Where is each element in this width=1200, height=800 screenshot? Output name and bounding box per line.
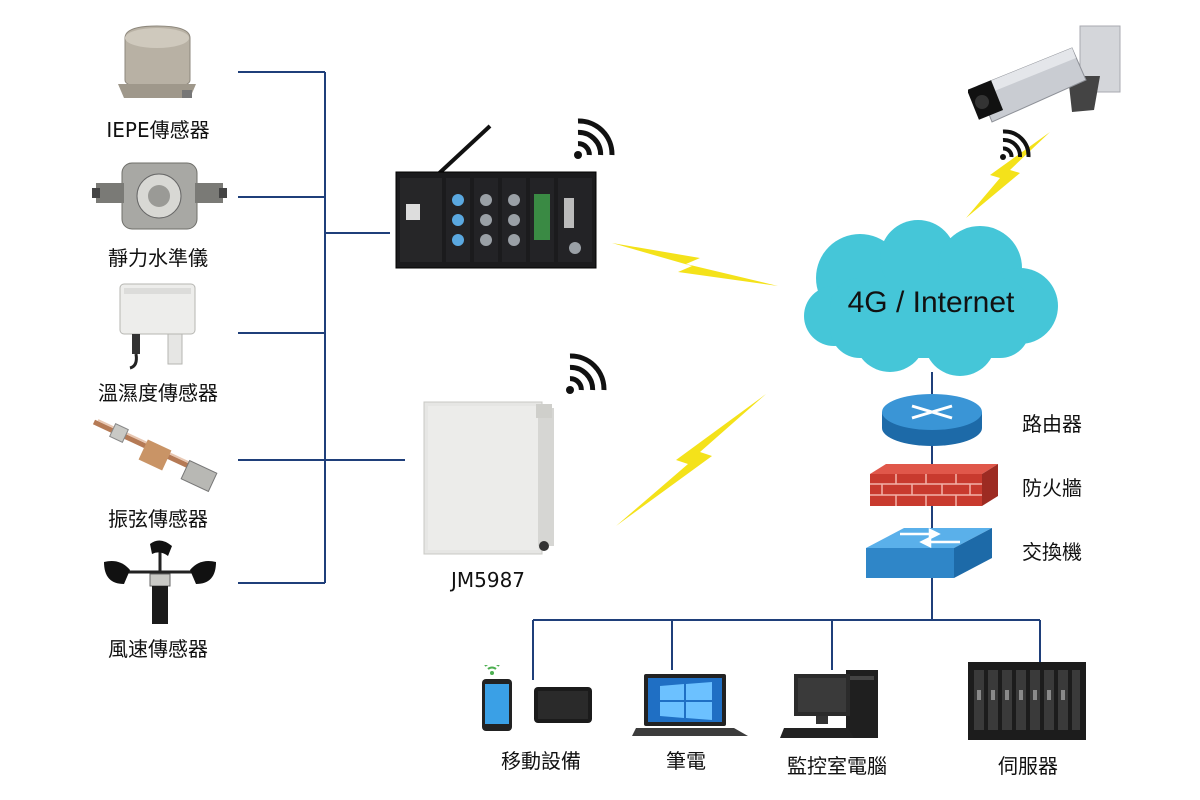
switch-label: 交換機 xyxy=(1022,540,1082,564)
desktop-computer-icon xyxy=(780,670,878,738)
laptop-icon xyxy=(632,674,748,736)
terminal-label-laptop: 筆電 xyxy=(666,749,706,773)
sensor-label-iepe: IEPE傳感器 xyxy=(106,118,210,142)
enclosure-label: JM5987 xyxy=(450,568,526,592)
router-icon xyxy=(882,394,982,446)
sensor-label-anemometer: 風速傳感器 xyxy=(108,637,208,661)
terminal-label-desktop: 監控室電腦 xyxy=(787,754,887,778)
cloud-label: 4G / Internet xyxy=(848,286,1015,319)
server-icon xyxy=(968,662,1086,740)
router-label: 路由器 xyxy=(1022,412,1082,436)
sensor-label-temp-humidity: 溫濕度傳感器 xyxy=(98,381,218,405)
lightning-enclosure-to-cloud xyxy=(616,394,766,526)
terminal-label-mobile: 移動設備 xyxy=(501,749,581,773)
static-level-gauge-icon xyxy=(92,162,227,230)
lightning-rack-to-cloud xyxy=(612,243,778,286)
lightning-camera-to-cloud xyxy=(966,132,1050,218)
iepe-sensor-icon xyxy=(118,25,196,98)
data-acquisition-rack-icon xyxy=(395,124,597,269)
wifi-icon xyxy=(1000,129,1031,160)
temp-humidity-sensor-icon xyxy=(119,283,196,370)
anemometer-icon xyxy=(104,540,216,624)
vibrating-wire-sensor-icon xyxy=(92,419,218,493)
sensor-label-level-gauge: 靜力水準儀 xyxy=(108,246,208,270)
internet-cloud-icon: 4G / Internet xyxy=(804,220,1058,376)
firewall-label: 防火牆 xyxy=(1022,476,1082,500)
surveillance-camera-icon xyxy=(968,25,1121,123)
wifi-icon xyxy=(574,118,615,159)
terminal-label-server: 伺服器 xyxy=(998,754,1058,778)
switch-icon xyxy=(866,527,992,578)
mobile-devices-icon xyxy=(482,665,592,731)
sensor-label-vibrating-wire: 振弦傳感器 xyxy=(108,507,208,531)
firewall-icon xyxy=(870,464,998,506)
enclosure-box-icon xyxy=(423,401,554,555)
wifi-icon xyxy=(566,353,607,394)
